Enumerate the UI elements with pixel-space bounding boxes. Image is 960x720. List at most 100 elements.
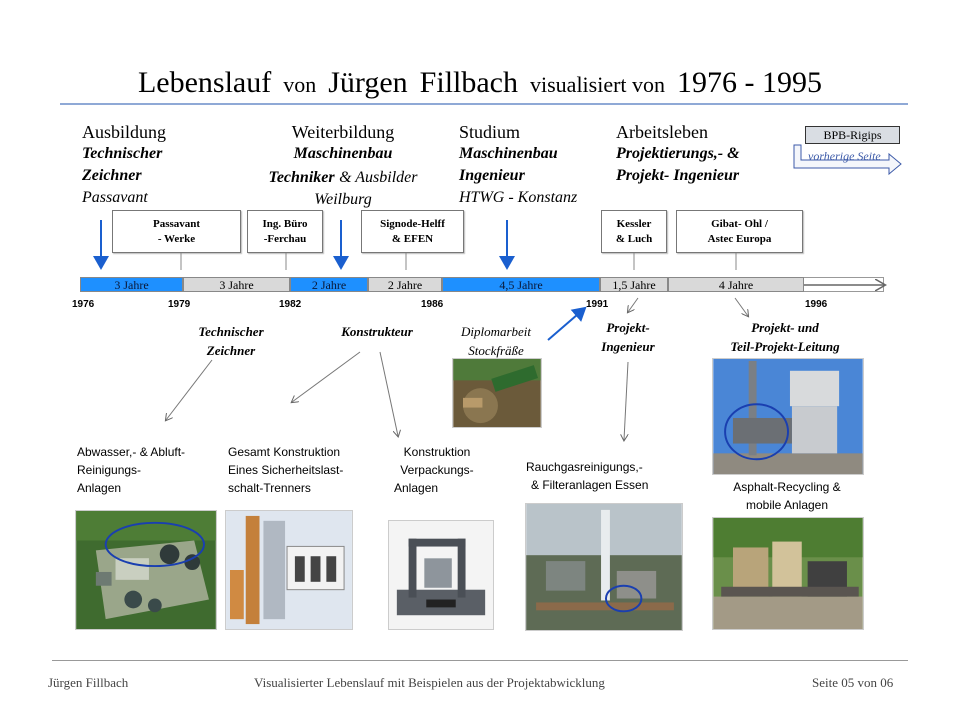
desc-line: mobile Anlagen (745, 498, 829, 512)
section-line: & Ausbilder (339, 169, 418, 186)
desc-line: Konstruktion (403, 445, 471, 459)
role-line: Projekt- (606, 320, 650, 335)
section-heading: Weiterbildung (291, 122, 395, 142)
company-name: Kessler (616, 218, 652, 230)
title-word-visualisiert: visualisiert von (530, 72, 666, 97)
desc-line: Reinigungs- (77, 463, 142, 477)
section-line: Maschinenbau (293, 145, 393, 162)
title-word-von: von (283, 72, 317, 97)
photo-abwasseranlage (75, 510, 217, 630)
desc-line: Verpackungs- (400, 463, 474, 477)
year-label: 1979 (168, 299, 191, 310)
desc-rauchgas: Rauchgasreinigungs,- & Filteranlagen Ess… (526, 458, 666, 494)
title-years: 1976 - 1995 (677, 66, 823, 99)
desc-asphalt: Asphalt-Recycling & mobile Anlagen (712, 478, 862, 514)
desc-line: Gesamt Konstruktion (228, 445, 341, 459)
timeline-segment: 3 Jahre (80, 277, 183, 292)
desc-line: Abwasser,- & Abluft- (77, 445, 186, 459)
desc-line: Anlagen (394, 481, 439, 495)
year-label: 1996 (805, 299, 828, 310)
photo-asphalt-anlage-1 (712, 358, 864, 475)
photo-verpackungsanlage (388, 520, 494, 630)
title-divider (60, 103, 908, 105)
bpb-rigips-button[interactable]: BPB-Rigips (805, 126, 900, 144)
year-label: 1976 (72, 299, 95, 310)
role-line: Ingenieur (601, 339, 655, 354)
section-line: Weilburg (314, 191, 372, 208)
company-box-gibat: Gibat- Ohl / Astec Europa (676, 210, 803, 253)
footer-title: Visualisierter Lebenslauf mit Beispielen… (254, 675, 605, 690)
previous-page-arrow-icon[interactable] (793, 144, 903, 176)
role-projektleitung: Projekt- und Teil-Projekt-Leitung (700, 318, 870, 356)
section-heading: Studium (459, 122, 521, 142)
section-line: Ingenieur (459, 167, 525, 184)
desc-line: schalt-Trenners (228, 481, 311, 495)
section-line: Technischer (82, 145, 163, 162)
company-box-ferchau: Ing. Büro -Ferchau (247, 210, 323, 253)
section-line: Projekt- Ingenieur (616, 167, 740, 184)
section-line: Zeichner (82, 167, 142, 184)
photo-rauchgasanlage (525, 503, 683, 631)
company-name: -Ferchau (263, 233, 307, 245)
footer-page-number: Seite 05 von 06 (812, 675, 894, 690)
section-heading: Arbeitsleben (616, 122, 708, 142)
timeline-segment: 2 Jahre (290, 277, 368, 292)
company-name: & Luch (615, 233, 653, 245)
year-label: 1982 (279, 299, 302, 310)
role-line: Zeichner (206, 343, 256, 358)
footer-divider (52, 660, 908, 661)
company-name: Gibat- Ohl / (711, 218, 768, 230)
desc-line: Asphalt-Recycling & (733, 480, 841, 494)
photo-stockfraese (452, 358, 542, 428)
page-title: Lebenslauf von Jürgen Fillbach visualisi… (0, 66, 960, 100)
timeline-segment: 3 Jahre (183, 277, 290, 292)
diplomarbeit-arrow-icon (547, 306, 587, 341)
company-box-kessler: Kessler & Luch (601, 210, 667, 253)
title-word-lebenslauf: Lebenslauf (137, 66, 272, 99)
desc-line: Eines Sicherheitslast- (228, 463, 344, 477)
year-label: 1991 (586, 299, 609, 310)
section-heading: Ausbildung (82, 122, 167, 142)
desc-line: & Filteranlagen Essen (531, 478, 649, 492)
role-line: Technischer (198, 324, 264, 339)
photo-asphalt-anlage-2 (712, 517, 864, 630)
company-box-signode: Signode-Helff & EFEN (361, 210, 464, 253)
role-line: Teil-Projekt-Leitung (730, 339, 840, 354)
section-line: Projektierungs,- & (616, 145, 740, 162)
role-konstrukteur: Konstrukteur (341, 324, 413, 339)
company-name: Astec Europa (707, 233, 772, 245)
previous-page-link[interactable]: vorherige Seite (808, 149, 881, 163)
company-name: - Werke (157, 233, 196, 245)
section-line: HTWG - Konstanz (459, 189, 578, 206)
title-word-firstname: Jürgen (328, 66, 408, 99)
role-technischer-zeichner: Technischer Zeichner (168, 322, 294, 360)
desc-line: Anlagen (77, 481, 122, 495)
company-box-passavant: Passavant - Werke (112, 210, 241, 253)
timeline-segment: 1,5 Jahre (600, 277, 668, 292)
footer-author: Jürgen Fillbach (48, 675, 129, 690)
company-name: Signode-Helff (380, 218, 445, 230)
photo-lasttrenner (225, 510, 353, 630)
company-name: Passavant (152, 218, 201, 230)
timeline-future (804, 277, 884, 292)
section-line: Techniker (268, 169, 335, 186)
section-weiterbildung: Weiterbildung Maschinenbau Techniker & A… (253, 121, 433, 211)
role-line: Stockfräße (468, 343, 524, 358)
timeline-segment: 4 Jahre (668, 277, 804, 292)
role-line: Projekt- und (751, 320, 819, 335)
role-projekt-ingenieur: Projekt- Ingenieur (582, 318, 674, 356)
section-arbeitsleben: Arbeitsleben Projektierungs,- & Projekt-… (616, 121, 740, 187)
company-name: & EFEN (391, 233, 434, 245)
timeline-segment: 2 Jahre (368, 277, 442, 292)
desc-gesamt-konstruktion: Gesamt Konstruktion Eines Sicherheitslas… (228, 443, 343, 497)
role-diplomarbeit: Diplomarbeit Stockfräße (447, 322, 545, 360)
role-line: Diplomarbeit (460, 324, 532, 339)
year-label: 1986 (421, 299, 444, 310)
section-line: Passavant (82, 189, 148, 206)
desc-abwasser: Abwasser,- & Abluft- Reinigungs- Anlagen (77, 443, 185, 497)
section-studium: Studium Maschinenbau Ingenieur HTWG - Ko… (459, 121, 577, 209)
desc-konstruktion: Konstruktion Verpackungs- Anlagen (392, 443, 482, 497)
company-name: Ing. Büro (262, 218, 308, 230)
section-ausbildung: Ausbildung Technischer Zeichner Passavan… (82, 121, 166, 209)
section-line: Maschinenbau (459, 145, 558, 162)
